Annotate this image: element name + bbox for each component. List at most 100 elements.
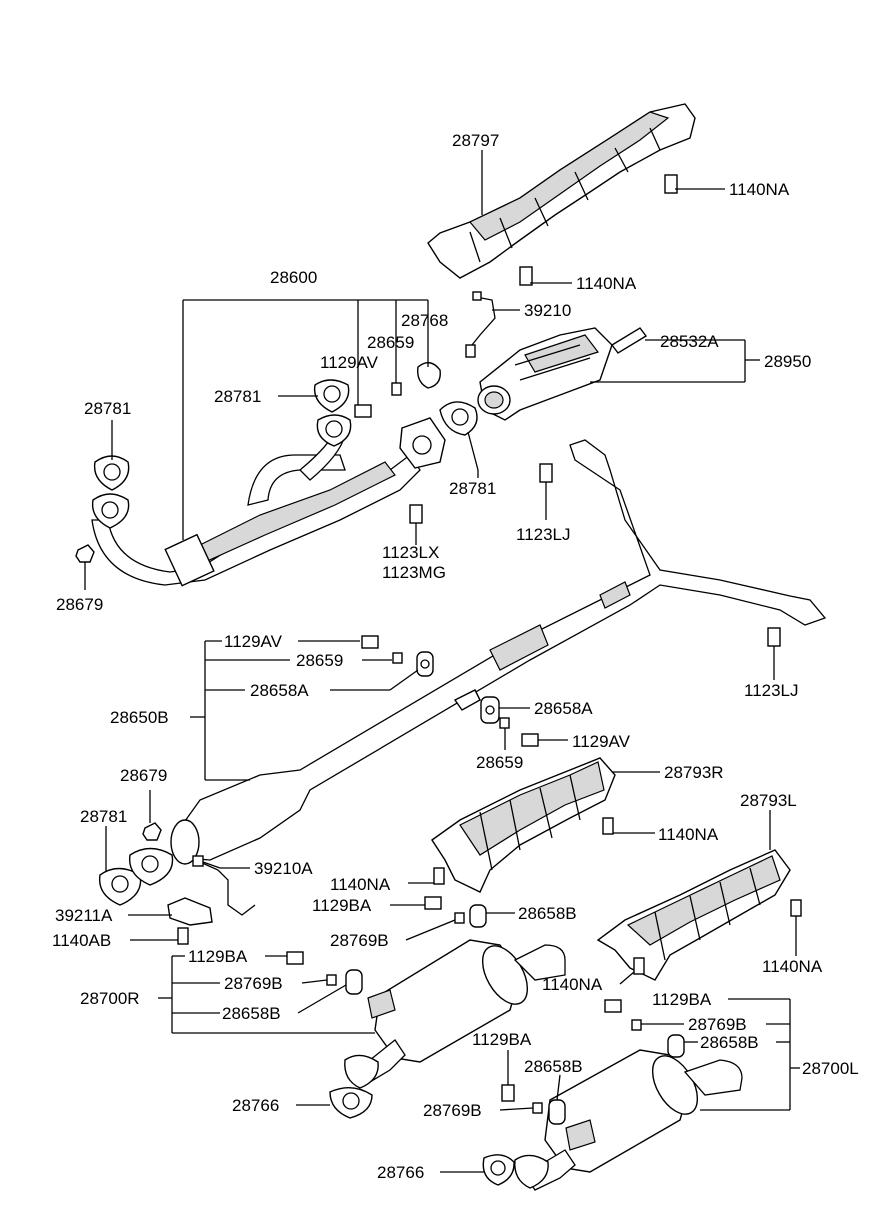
label-28781: 28781 xyxy=(449,479,496,498)
label-28659: 28659 xyxy=(476,753,523,772)
bolt-1129BA-r2[interactable] xyxy=(286,951,304,965)
bracket-39211A[interactable] xyxy=(167,897,213,926)
bolt-1123LX[interactable] xyxy=(409,504,423,524)
gasket-28781-middle[interactable] xyxy=(439,401,478,436)
bolt-1140AB[interactable] xyxy=(177,927,189,945)
bolt-1129AV-lower[interactable] xyxy=(521,733,539,747)
bolt-1129BA-l1[interactable] xyxy=(604,999,622,1013)
label-1140NA: 1140NA xyxy=(762,957,823,976)
label-28781: 28781 xyxy=(80,807,127,826)
gasket-28781-upper[interactable] xyxy=(313,379,352,447)
label-28600: 28600 xyxy=(270,268,317,287)
label-1129BA: 1129BA xyxy=(652,990,712,1009)
label-1129AV: 1129AV xyxy=(572,732,631,751)
label-1129AV: 1129AV xyxy=(320,353,379,372)
label-28769B: 28769B xyxy=(330,931,389,950)
bolt-1129BA-r1[interactable] xyxy=(424,896,442,910)
label-28659: 28659 xyxy=(296,651,343,670)
nut-28769B-l1[interactable] xyxy=(631,1019,642,1031)
label-28659: 28659 xyxy=(367,333,414,352)
stud-28532A[interactable] xyxy=(610,327,648,354)
label-28769B: 28769B xyxy=(224,974,283,993)
nut-28769B-r1[interactable] xyxy=(454,912,465,924)
label-28658B: 28658B xyxy=(222,1004,281,1023)
bolt-1140NA-r1[interactable] xyxy=(602,817,614,835)
gasket-28766-l[interactable] xyxy=(482,1154,515,1186)
label-1123MG: 1123MG xyxy=(382,563,446,582)
muffler-28700R[interactable] xyxy=(344,938,566,1089)
oxygen-sensor-39210[interactable] xyxy=(465,291,496,358)
flange-joint[interactable] xyxy=(399,417,446,469)
catalytic-converter-28950[interactable] xyxy=(477,327,613,421)
heat-protector-28793R[interactable] xyxy=(431,757,616,893)
nut-28659-mid[interactable] xyxy=(392,652,403,664)
hanger-28658B-r2[interactable] xyxy=(345,969,363,995)
label-28658A: 28658A xyxy=(250,681,309,700)
label-1140NA: 1140NA xyxy=(658,825,719,844)
nut-28679-mid[interactable] xyxy=(142,822,162,841)
hanger-28658B-r1[interactable] xyxy=(469,904,487,928)
bolt-1129BA-l2[interactable] xyxy=(501,1084,515,1102)
label-28781: 28781 xyxy=(84,399,131,418)
oxygen-sensor-39210A[interactable] xyxy=(192,855,256,916)
label-28658B: 28658B xyxy=(518,904,577,923)
label-28793R: 28793R xyxy=(664,763,724,782)
label-1129BA: 1129BA xyxy=(312,896,372,915)
label-28781: 28781 xyxy=(214,387,261,406)
label-1140AB: 1140AB xyxy=(52,931,111,950)
bolt-1129AV-upper[interactable] xyxy=(354,404,372,418)
label-28766: 28766 xyxy=(377,1163,424,1182)
leader-lines xyxy=(84,150,800,1173)
label-28679: 28679 xyxy=(120,766,167,785)
front-pipe-28600[interactable] xyxy=(91,429,421,587)
bolt-1140NA-mid[interactable] xyxy=(519,266,533,286)
bolt-1140NA-top[interactable] xyxy=(664,174,678,194)
label-28658B: 28658B xyxy=(524,1057,583,1076)
bolt-1129AV-mid[interactable] xyxy=(361,635,379,649)
label-28532A: 28532A xyxy=(660,332,719,351)
label-1129BA: 1129BA xyxy=(472,1030,532,1049)
label-28769B: 28769B xyxy=(423,1101,482,1120)
nut-28679-left[interactable] xyxy=(75,544,95,563)
bolt-1140NA-r2[interactable] xyxy=(433,867,445,885)
label-28700L: 28700L xyxy=(802,1059,859,1078)
hanger-28658B-l2[interactable] xyxy=(548,1099,566,1125)
bolt-1123LJ-upper[interactable] xyxy=(539,463,553,483)
label-28650B: 28650B xyxy=(110,708,169,727)
label-1123LJ: 1123LJ xyxy=(744,681,799,700)
hanger-28658B-l1[interactable] xyxy=(667,1034,685,1058)
center-pipe-28650B[interactable] xyxy=(170,439,827,865)
label-1129AV: 1129AV xyxy=(224,632,283,651)
gasket-28781-lower[interactable] xyxy=(98,847,174,906)
bolt-1140NA-r3[interactable] xyxy=(790,899,802,917)
label-1123LJ: 1123LJ xyxy=(516,525,571,544)
muffler-28700L[interactable] xyxy=(514,1048,743,1191)
gasket-28781-left[interactable] xyxy=(91,455,130,529)
label-28679: 28679 xyxy=(56,595,103,614)
label-39210A: 39210A xyxy=(254,859,313,878)
flange-28768[interactable] xyxy=(417,362,441,389)
label-1140NA: 1140NA xyxy=(542,975,603,994)
label-28700R: 28700R xyxy=(80,989,140,1008)
label-28658B: 28658B xyxy=(700,1033,759,1052)
bolt-1140NA-r4[interactable] xyxy=(633,957,645,975)
nut-28769B-l2[interactable] xyxy=(532,1102,543,1114)
label-28766: 28766 xyxy=(232,1096,279,1115)
hanger-28658A-lower[interactable] xyxy=(453,689,500,724)
nut-28769B-r2[interactable] xyxy=(326,974,337,986)
nut-28659-upper[interactable] xyxy=(391,382,402,396)
label-1140NA: 1140NA xyxy=(576,274,637,293)
gasket-28766-r[interactable] xyxy=(329,1087,373,1119)
bolt-1123LJ-right[interactable] xyxy=(767,627,781,647)
label-28769B: 28769B xyxy=(688,1015,747,1034)
label-28950: 28950 xyxy=(764,352,811,371)
part-labels: 28797 1140NA 1140NA 28600 39210 28768 28… xyxy=(52,131,859,1182)
heat-protector-28797[interactable] xyxy=(427,103,696,279)
nut-28659-lower[interactable] xyxy=(499,717,510,729)
label-28768: 28768 xyxy=(401,311,448,330)
label-39210: 39210 xyxy=(524,301,571,320)
hanger-28658A-upper[interactable] xyxy=(416,651,434,677)
label-1140NA: 1140NA xyxy=(729,180,790,199)
label-28793L: 28793L xyxy=(740,791,797,810)
